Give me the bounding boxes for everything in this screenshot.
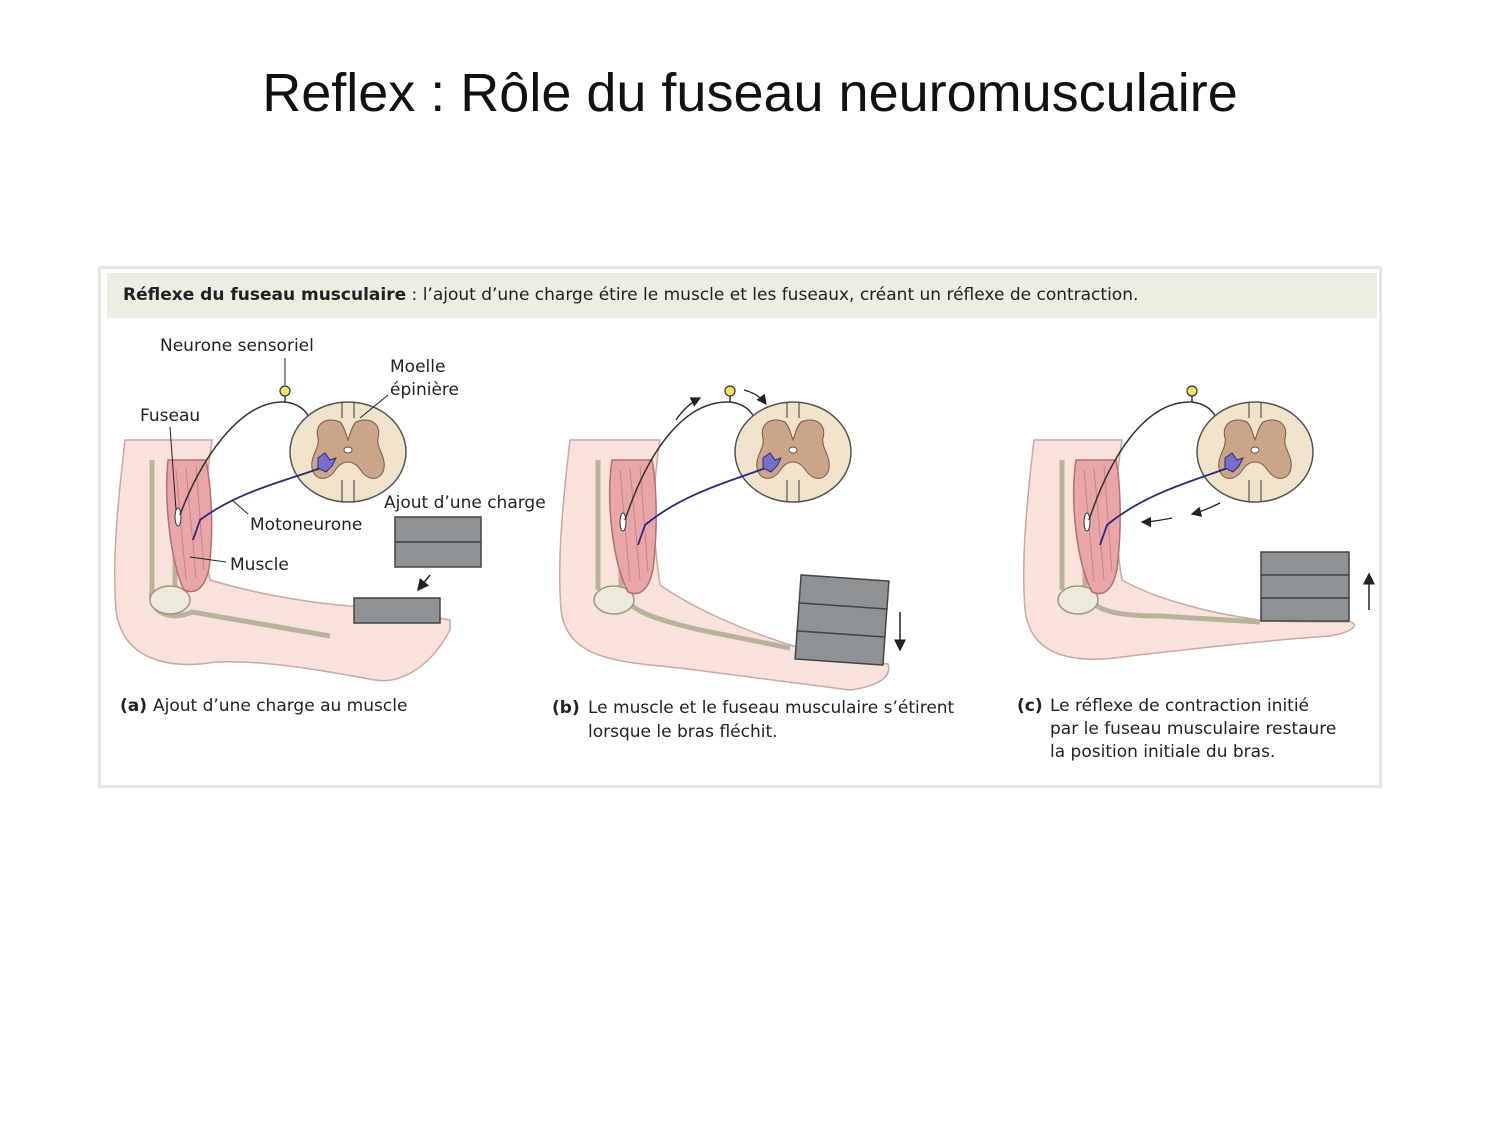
label-spinal-cord-2: épinière [390, 380, 459, 400]
subcaption-a-letter: (a) [120, 696, 147, 716]
caption-rest: : l’ajout d’une charge étire le muscle e… [406, 285, 1139, 305]
signal-arrow-b2 [743, 389, 767, 406]
caption-bar: Réflexe du fuseau musculaire : l’ajout d… [107, 273, 1377, 318]
weight-a-top [394, 516, 482, 543]
label-load: Ajout d’une charge [384, 493, 546, 513]
elbow-joint [149, 585, 191, 615]
subcaption-c-letter: (c) [1017, 696, 1043, 716]
muscle-b [608, 459, 657, 595]
figure-caption: Réflexe du fuseau musculaire : l’ajout d… [123, 285, 1138, 305]
elbow-joint-b [593, 585, 635, 615]
subcaption-a-line1: Ajout d’une charge au muscle [153, 696, 407, 716]
slide-title: Reflex : Rôle du fuseau neuromusculaire [262, 63, 1238, 123]
sensory-nerve-c [1088, 401, 1226, 521]
spinal-cord-a [289, 401, 407, 503]
figure-box: Réflexe du fuseau musculaire : l’ajout d… [98, 266, 1382, 788]
subcaption-b-line2: lorsque le bras fléchit. [588, 722, 778, 742]
sensory-neuron-body-b [724, 385, 736, 397]
signal-arrow-b1 [675, 397, 702, 421]
subcaption-c-line1: Le réflexe de contraction initié [1050, 696, 1309, 716]
spindle-a [174, 507, 182, 527]
subcaption-b-letter: (b) [552, 698, 580, 718]
weight-c-mid [1260, 574, 1350, 599]
sensory-nerve-b [624, 401, 764, 521]
motor-nerve-a [192, 465, 327, 541]
spindle-c [1083, 512, 1091, 532]
elbow-joint-c [1057, 585, 1099, 615]
spindle-b [619, 512, 627, 532]
signal-arrow-c2 [1140, 516, 1173, 528]
motor-nerve-b [637, 465, 772, 546]
muscle-fibers [175, 465, 205, 581]
spinal-cord-b [734, 401, 852, 503]
muscle-c [1072, 459, 1121, 595]
subcaption-b: (b) Le muscle et le fuseau musculaire s’… [552, 698, 955, 742]
panel-c [1022, 385, 1375, 660]
motor-neuron-body-c [1224, 452, 1244, 473]
label-spinal-cord-1: Moelle [390, 357, 445, 377]
motor-neuron-body-a [317, 452, 337, 473]
label-motor-neuron: Motoneurone [250, 515, 362, 535]
weight-c-top [1260, 551, 1350, 576]
spinal-cord-c [1196, 401, 1314, 503]
subcaption-c-line2: par le fuseau musculaire restaure [1050, 719, 1336, 739]
weight-a-bottom [394, 541, 482, 568]
panel-b [558, 385, 906, 691]
subcaption-b-line1: Le muscle et le fuseau musculaire s’étir… [588, 698, 955, 718]
weight-a-hand [353, 597, 441, 624]
label-sensory-neuron: Neurone sensoriel [160, 336, 314, 356]
subcaption-c-line3: la position initiale du bras. [1050, 742, 1275, 762]
motor-neuron-body-b [762, 452, 782, 473]
label-muscle: Muscle [230, 555, 289, 575]
sensory-nerve-a [179, 401, 319, 516]
sensory-neuron-body-a [279, 385, 291, 397]
weight-b-bottom [794, 630, 886, 666]
motor-nerve-c [1099, 465, 1234, 546]
sensory-neuron-body-c [1186, 385, 1198, 397]
label-spindle: Fuseau [140, 406, 200, 426]
caption-bold: Réflexe du fuseau musculaire [123, 285, 407, 305]
load-arrow-a [417, 574, 431, 592]
panel-a: Neurone sensoriel Moelle épinière Fuseau… [113, 336, 546, 682]
weight-c-bottom [1260, 597, 1350, 622]
subcaption-c: (c) Le réflexe de contraction initié par… [1017, 696, 1336, 762]
signal-arrow-c1 [1190, 502, 1221, 517]
subcaption-a: (a) Ajout d’une charge au muscle [120, 696, 407, 716]
